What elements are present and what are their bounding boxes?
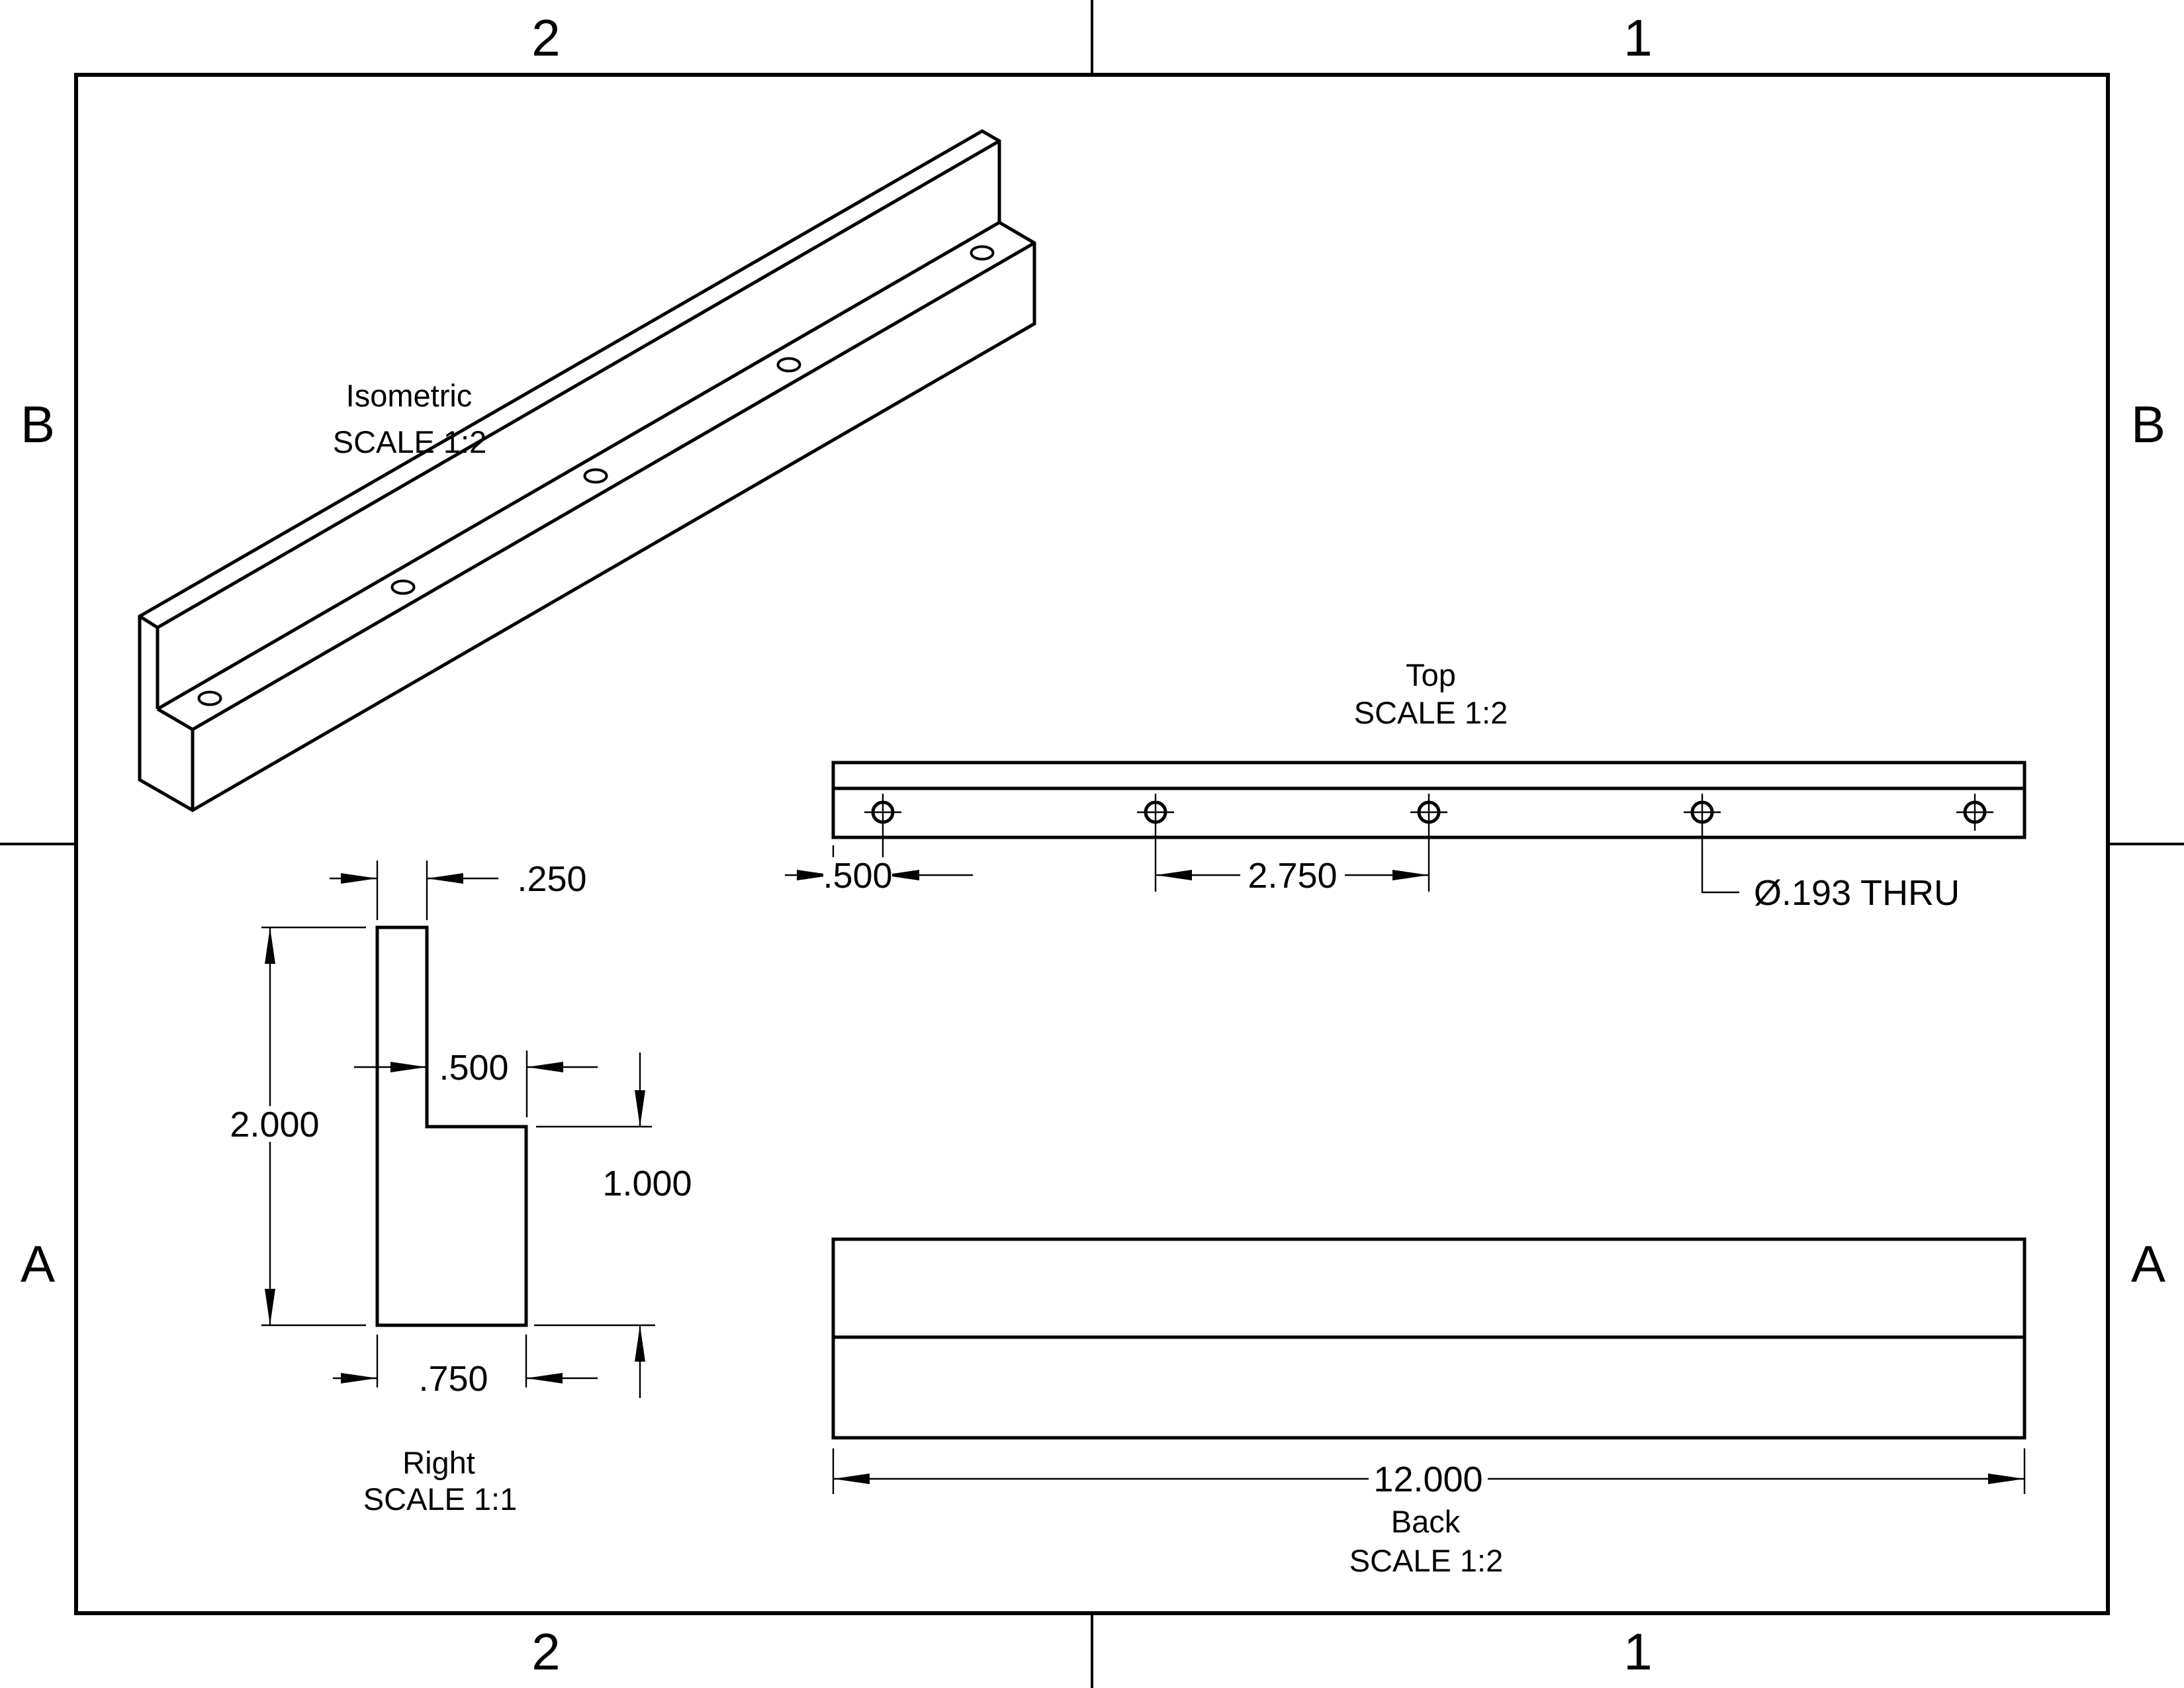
isometric-view-scale: SCALE 1:2 (333, 424, 487, 459)
iso-hole-5 (970, 245, 995, 261)
dim-text-mask (823, 857, 892, 893)
top-view-scale: SCALE 1:2 (1354, 695, 1508, 730)
top-view: Top SCALE 1:2 .500 (785, 657, 2026, 913)
arrowhead-left-icon (833, 1474, 870, 1484)
dim-overall-length: 12.000 (1373, 1460, 1482, 1499)
zone-label-top-right: 1 (1623, 9, 1652, 67)
iso-edge-base-wall-junction (156, 220, 1001, 711)
arrowhead-right-icon (341, 1373, 377, 1383)
zone-label-bottom-right: 1 (1623, 1622, 1652, 1681)
dim-text-mask (1369, 1461, 1488, 1497)
dim-step-width: .500 (439, 1048, 508, 1088)
back-view-title: Back (1391, 1504, 1461, 1539)
iso-edge-wall-top-near (138, 614, 159, 630)
iso-hole-4 (776, 357, 801, 373)
top-view-holes (864, 794, 1993, 831)
dim-base-height: 1.000 (602, 1164, 692, 1203)
isometric-view-title: Isometric (346, 378, 473, 413)
dim-text-mask (222, 1106, 327, 1142)
hole-4-centermark (1684, 794, 1721, 831)
dim-wall-thickness: .250 (517, 859, 586, 899)
dim-base-width: .750 (418, 1359, 488, 1399)
right-view: .250 2.000 .500 1.000 (222, 859, 692, 1517)
zone-label-right-upper: B (2131, 395, 2165, 453)
arrowhead-right-icon (1392, 870, 1429, 880)
dim-hole-offset: .500 (823, 856, 892, 896)
dim-total-height: 2.000 (230, 1105, 319, 1145)
arrowhead-down-icon (265, 1289, 275, 1325)
arrowhead-right-icon (1988, 1474, 2025, 1484)
arrowhead-up-icon (635, 1325, 645, 1362)
arrowhead-left-icon (1156, 870, 1192, 880)
leader-line (1701, 831, 1739, 894)
hole-callout-group: Ø.193 THRU (1701, 831, 1960, 913)
iso-edge-base-top-front (191, 241, 1036, 731)
hole-3-centermark (1410, 794, 1447, 831)
arrowhead-right-icon (390, 1062, 427, 1072)
back-view: 12.000 Back SCALE 1:2 (831, 1237, 2026, 1578)
sheet-border (74, 73, 2110, 1615)
iso-hole-2 (390, 579, 416, 595)
back-view-scale: SCALE 1:2 (1349, 1543, 1504, 1578)
iso-edge-base-top-near (156, 707, 194, 731)
isometric-view: Isometric SCALE 1:2 (138, 129, 1036, 812)
arrowhead-right-icon (797, 870, 833, 880)
dim-wall-thickness-group: .250 (330, 859, 587, 920)
arrowhead-left-icon (427, 873, 463, 884)
ext-lines (376, 861, 428, 920)
dim-step-width-group: .500 (354, 1048, 598, 1117)
right-view-title: Right (402, 1445, 475, 1480)
zone-label-top-left: 2 (531, 9, 560, 67)
dim-base-width-group: .750 (333, 1335, 598, 1399)
iso-hole-3 (583, 468, 608, 484)
arrowhead-right-icon (341, 873, 377, 884)
arrowhead-down-icon (635, 1090, 645, 1127)
ext-lines (534, 1125, 655, 1327)
iso-hole-1 (197, 690, 222, 706)
arrowhead-up-icon (265, 927, 275, 964)
hole-callout: Ø.193 THRU (1754, 873, 1960, 913)
iso-edge-wall-top-inner (156, 139, 1001, 630)
dim-hole-spacing-group: 2.750 (1154, 831, 1430, 896)
hole-1-centermark (864, 794, 901, 831)
arrowhead-left-icon (883, 870, 919, 880)
dim-length-group: 12.000 (832, 1448, 2026, 1499)
right-view-scale: SCALE 1:1 (363, 1481, 518, 1517)
zone-label-left-lower: A (21, 1235, 55, 1293)
zone-label-left-upper: B (21, 395, 55, 453)
ext-lines (832, 1448, 2026, 1494)
zone-label-right-lower: A (2131, 1235, 2165, 1293)
arrowhead-left-icon (526, 1373, 563, 1383)
dim-hole-spacing: 2.750 (1248, 856, 1337, 896)
right-view-profile (375, 925, 528, 1327)
hole-2-centermark (1137, 794, 1174, 831)
dim-base-height-group: 1.000 (534, 1053, 692, 1398)
dim-total-height-group: 2.000 (222, 926, 366, 1327)
dim-hole-offset-group: .500 (785, 831, 973, 896)
hole-5-centermark (1956, 794, 1993, 831)
zone-label-bottom-left: 2 (531, 1622, 560, 1681)
top-view-title: Top (1406, 657, 1456, 692)
dim-text-mask (1240, 857, 1345, 893)
ext-lines (261, 926, 366, 1327)
arrowhead-left-icon (527, 1062, 563, 1072)
